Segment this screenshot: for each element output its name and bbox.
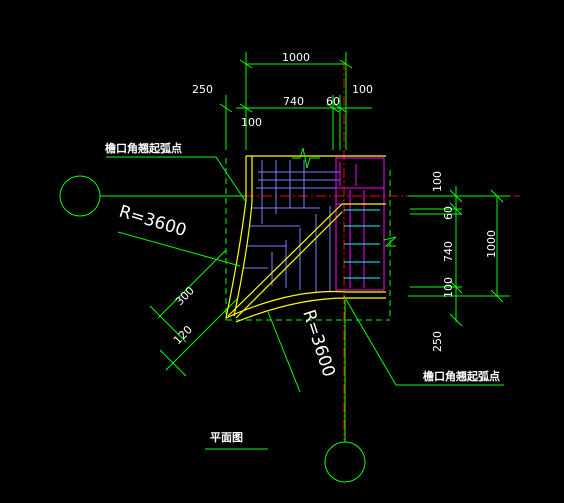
dim-top-60: 60 [326, 95, 340, 108]
rafters [244, 157, 385, 292]
radius-label-2: R=3600 [298, 307, 338, 379]
dim-top-100-right: 100 [352, 83, 373, 96]
diagonal-dimensions [149, 249, 239, 377]
dim-diag-120: 120 [171, 323, 195, 347]
drawing-title: 平面图 [210, 431, 243, 444]
dim-top-overall: 1000 [282, 51, 310, 64]
dim-top-250: 250 [192, 83, 213, 96]
dim-right-overall: 1000 [485, 230, 498, 258]
axis-bubble-left [59, 175, 101, 217]
dim-right-250: 250 [431, 331, 444, 352]
top-dimensions [219, 52, 372, 150]
roof-outline [225, 155, 386, 323]
dim-top-100-sub: 100 [241, 116, 262, 129]
radius-leaders [117, 231, 301, 393]
note-leaders [106, 156, 504, 386]
axis-bubble-bottom [324, 441, 366, 483]
eave-dashed-lines [225, 158, 391, 321]
dim-right-100-top: 100 [431, 171, 444, 192]
radius-label: R=3600 [117, 202, 189, 241]
dim-diag-300: 300 [173, 284, 197, 308]
break-lines [292, 147, 397, 247]
axis-lines [100, 60, 520, 440]
dim-right-740: 740 [442, 241, 455, 262]
note-eave-top: 檐口角翘起弧点 [105, 141, 182, 155]
dim-top-740: 740 [283, 95, 304, 108]
dim-right-60: 60 [442, 206, 455, 220]
right-dimensions [408, 186, 510, 327]
dim-right-100-bottom: 100 [442, 277, 455, 298]
note-eave-bottom: 檐口角翘起弧点 [423, 369, 500, 383]
